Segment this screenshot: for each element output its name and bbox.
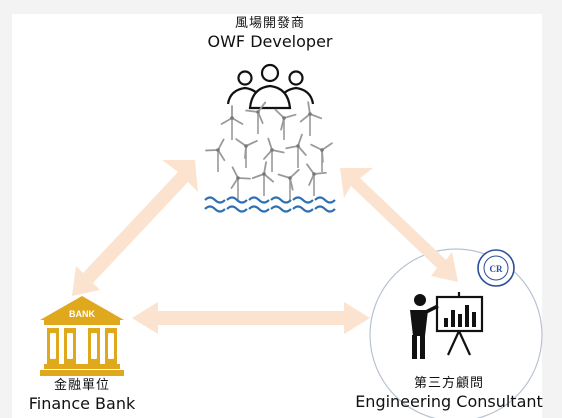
wave-line — [204, 205, 226, 213]
wind-turbine — [220, 105, 244, 140]
wind-turbine — [285, 133, 307, 168]
wind-turbine — [274, 108, 297, 140]
wave-line — [270, 205, 292, 213]
wind-turbine — [310, 142, 333, 172]
wind-turbine — [251, 161, 275, 196]
bank-label-en: Finance Bank — [28, 394, 136, 413]
wave-line — [292, 205, 314, 213]
consultant-label: 第三方顧問 Engineering Consultant — [346, 376, 552, 412]
classification-seal-icon: CR — [477, 249, 515, 287]
wave-line — [204, 196, 226, 204]
developer-label-zh: 風場開發商 — [234, 16, 305, 31]
wind-turbine — [235, 138, 258, 168]
bank-label-zh: 金融單位 — [53, 378, 110, 393]
developer-label: 風場開發商 OWF Developer — [195, 16, 345, 52]
wave-line — [314, 205, 336, 213]
wind-turbine — [230, 166, 251, 200]
bank-label: 金融單位 Finance Bank — [2, 378, 162, 414]
water-waves-icon — [204, 196, 336, 213]
arrow-bank-consultant — [132, 302, 370, 334]
wave-line — [292, 196, 314, 204]
wind-turbine — [299, 101, 323, 136]
wave-line — [226, 205, 248, 213]
wind-turbine — [205, 138, 226, 172]
arrow-developer-bank — [72, 160, 198, 296]
wind-turbine — [245, 101, 267, 134]
wind-turbine — [263, 137, 285, 172]
developer-label-en: OWF Developer — [207, 32, 333, 51]
consultant-label-en: Engineering Consultant — [355, 392, 543, 411]
diagram-panel — [12, 14, 542, 418]
presenter-with-chart-icon — [410, 292, 484, 359]
bank-column-details — [50, 333, 114, 359]
people-icon — [226, 63, 315, 110]
wind-turbine — [277, 168, 300, 200]
wave-line — [314, 196, 336, 204]
consultant-label-zh: 第三方顧問 — [413, 376, 484, 391]
wave-line — [248, 205, 270, 213]
bank-sign-text: BANK — [69, 309, 95, 319]
wind-turbine — [306, 163, 327, 196]
wind-turbines-icon — [205, 101, 333, 200]
wave-line — [226, 196, 248, 204]
arrow-developer-consultant — [340, 168, 458, 282]
wave-line — [270, 196, 292, 204]
wave-line — [248, 196, 270, 204]
consultant-circle — [369, 248, 543, 418]
seal-mark: CR — [490, 264, 503, 274]
